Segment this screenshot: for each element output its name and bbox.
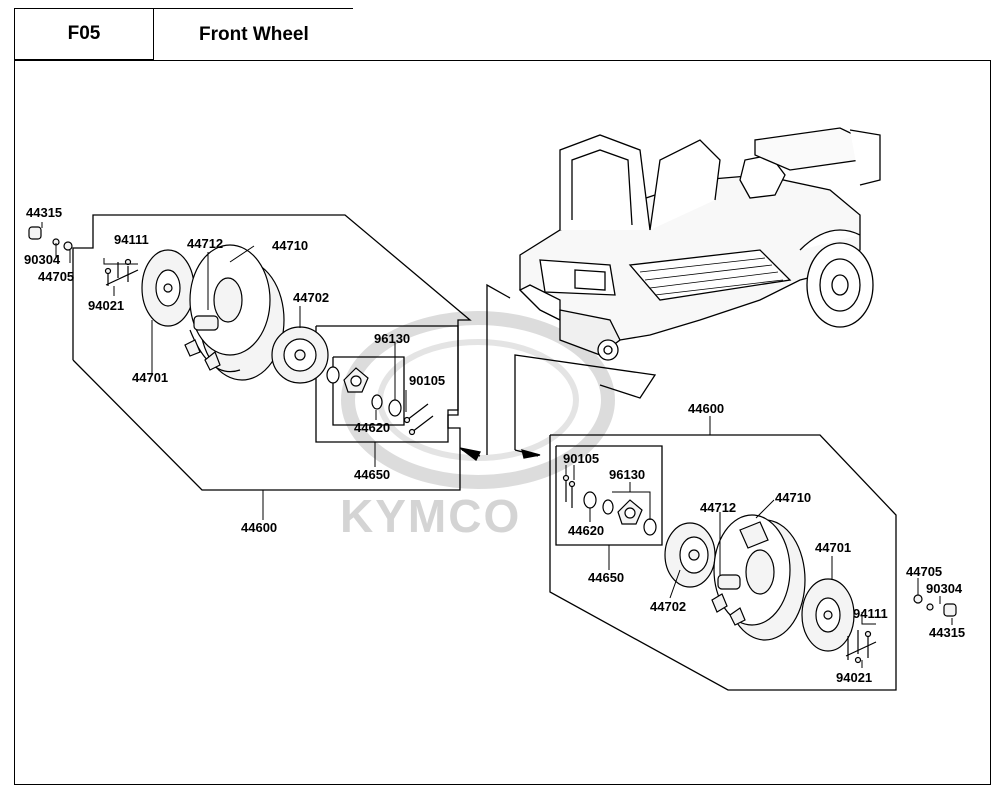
label-44710: 44710 (775, 490, 811, 505)
diagram-frame (14, 60, 991, 785)
left-tire-icon (184, 244, 285, 381)
label-44702: 44702 (650, 599, 686, 614)
right-brake-plate-icon (801, 578, 855, 652)
right-parts (562, 474, 957, 664)
label-90105: 90105 (409, 373, 445, 388)
watermark-text: KYMCO (340, 490, 521, 542)
left-axle-bolt-icon (403, 403, 434, 436)
right-part-labels: 44600 90105 96130 44620 44650 44712 4471… (563, 401, 965, 685)
label-44600: 44600 (688, 401, 724, 416)
label-44315: 44315 (929, 625, 965, 640)
kymco-watermark: KYMCO (340, 311, 615, 542)
label-44712: 44712 (700, 500, 736, 515)
left-leader-lines (41, 222, 407, 520)
label-44620: 44620 (354, 420, 390, 435)
left-bearing-icon (326, 366, 402, 417)
label-94021: 94021 (836, 670, 872, 685)
section-code: F05 (14, 8, 153, 60)
left-bolt-icon (104, 258, 139, 286)
right-axle-bolt-icon (562, 474, 576, 508)
label-44650: 44650 (588, 570, 624, 585)
left-part-labels: 44315 90304 44705 94111 94021 44712 4471… (24, 205, 445, 535)
label-94111: 94111 (853, 606, 888, 621)
label-94111: 94111 (114, 232, 149, 247)
right-hub-disc-icon (664, 522, 716, 588)
direction-arrows (459, 283, 657, 461)
label-44650: 44650 (354, 467, 390, 482)
label-96130: 96130 (609, 467, 645, 482)
label-44710: 44710 (272, 238, 308, 253)
left-hub-disc-icon (271, 326, 329, 384)
right-tire-icon (711, 514, 806, 641)
label-94021: 94021 (88, 298, 124, 313)
right-nut-icon (913, 594, 957, 617)
right-leader-lines (565, 416, 953, 668)
label-44701: 44701 (815, 540, 851, 555)
label-44620: 44620 (568, 523, 604, 538)
label-44702: 44702 (293, 290, 329, 305)
right-bearing-icon (583, 491, 657, 536)
left-brake-plate-icon (141, 249, 195, 327)
right-assembly-outline (549, 434, 897, 691)
left-parts (28, 226, 434, 436)
section-title: Front Wheel (153, 8, 353, 60)
label-44712: 44712 (187, 236, 223, 251)
left-nut-icon (28, 226, 73, 251)
label-90304: 90304 (926, 581, 963, 596)
label-44600: 44600 (241, 520, 277, 535)
label-44701: 44701 (132, 370, 168, 385)
label-44705: 44705 (906, 564, 942, 579)
left-assembly-outline (72, 214, 472, 491)
label-44705: 44705 (38, 269, 74, 284)
label-96130: 96130 (374, 331, 410, 346)
label-44315: 44315 (26, 205, 62, 220)
label-90105: 90105 (563, 451, 599, 466)
scooter-illustration (518, 127, 881, 361)
right-bolt-icon (845, 630, 877, 664)
label-90304: 90304 (24, 252, 61, 267)
